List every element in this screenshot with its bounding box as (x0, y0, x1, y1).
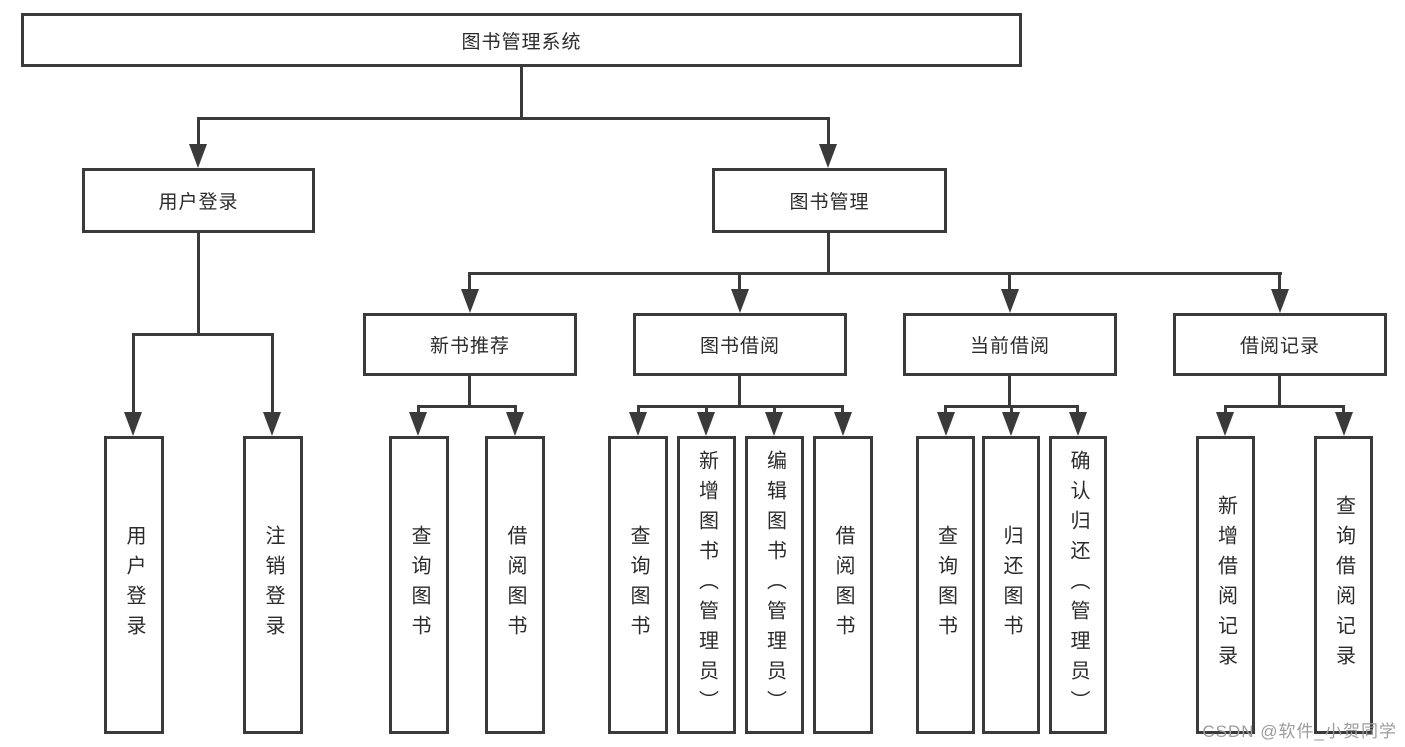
leaf-query-books-current: 查询图书 (916, 436, 975, 734)
leaf-label: 查询借阅记录 (1332, 495, 1355, 675)
connector-user-login-rail (132, 333, 274, 336)
leaf-query-borrow-record: 查询借阅记录 (1314, 436, 1373, 734)
arrowhead-book-borrow (731, 289, 749, 313)
node-new-book-recommendation: 新书推荐 (363, 313, 577, 376)
node-label: 图书借阅 (699, 336, 780, 357)
leaf-label: 归还图书 (1000, 525, 1022, 645)
connector-drop-cb-query (944, 405, 947, 417)
leaf-query-books-rec: 查询图书 (389, 436, 449, 734)
leaf-label: 查询图书 (408, 525, 430, 645)
connector-drop-br-query (1342, 405, 1345, 417)
leaf-borrow-books-rec: 借阅图书 (485, 436, 545, 734)
leaf-label: 查询图书 (934, 525, 957, 645)
arrowhead-user-login-leaf (124, 412, 142, 436)
connector-drop-book-mgmt (827, 117, 830, 146)
node-label: 用户登录 (158, 192, 239, 213)
arrowhead-bb-borrow (834, 412, 852, 436)
connector-drop-user-login (197, 117, 200, 146)
node-label: 图书管理系统 (461, 31, 582, 53)
leaf-add-borrow-record: 新增借阅记录 (1196, 436, 1255, 734)
leaf-edit-book-admin: 编辑图书（管理员） (745, 436, 804, 734)
connector-drop-bb-query (637, 405, 640, 417)
connector-drop-rec-borrow (514, 405, 517, 417)
leaf-label: 新增图书（管理员） (695, 450, 718, 720)
node-library-management-system: 图书管理系统 (21, 13, 1022, 67)
arrowhead-user-login (189, 144, 207, 168)
connector-drop-book-borrow (738, 272, 741, 292)
connector-drop-current-borrow (1008, 272, 1011, 292)
arrowhead-br-query (1335, 412, 1353, 436)
connector-current-borrow-stem (1008, 376, 1011, 407)
arrowhead-bb-query (629, 412, 647, 436)
leaf-return-book: 归还图书 (982, 436, 1040, 734)
leaf-label: 借阅图书 (504, 525, 526, 645)
arrowhead-book-mgmt (819, 144, 837, 168)
connector-drop-logout-leaf (271, 333, 274, 414)
connector-root-stem (520, 67, 523, 119)
node-current-borrowing: 当前借阅 (903, 313, 1117, 376)
connector-book-mgmt-stem (827, 233, 830, 274)
leaf-logout: 注销登录 (243, 436, 303, 734)
connector-book-borrow-stem (738, 376, 741, 407)
connector-borrow-record-rail (1224, 405, 1345, 408)
arrowhead-borrow-record (1271, 289, 1289, 313)
arrowhead-cb-confirm (1069, 412, 1087, 436)
leaf-label: 编辑图书（管理员） (763, 450, 786, 720)
connector-drop-rec-query (417, 405, 420, 417)
connector-drop-borrow-record (1278, 272, 1281, 292)
leaf-label: 确认归还（管理员） (1067, 450, 1089, 720)
connector-drop-cb-return (1010, 405, 1013, 417)
connector-drop-bb-add (705, 405, 708, 417)
connector-new-book-rec-stem (468, 376, 471, 407)
connector-drop-br-add (1224, 405, 1227, 417)
leaf-borrow-books: 借阅图书 (813, 436, 873, 734)
arrowhead-cb-query (937, 412, 955, 436)
arrowhead-bb-add (697, 412, 715, 436)
node-book-borrowing: 图书借阅 (633, 313, 847, 376)
node-label: 当前借阅 (969, 336, 1050, 357)
node-label: 新书推荐 (429, 336, 510, 357)
node-label: 图书管理 (789, 192, 870, 213)
leaf-label: 新增借阅记录 (1214, 495, 1237, 675)
connector-user-login-stem (197, 233, 200, 335)
leaf-confirm-return-admin: 确认归还（管理员） (1049, 436, 1107, 734)
arrowhead-cb-return (1002, 412, 1020, 436)
node-book-management: 图书管理 (712, 168, 947, 233)
arrowhead-rec-borrow (506, 412, 524, 436)
connector-level3-rail (468, 272, 1282, 275)
leaf-label: 注销登录 (262, 525, 284, 645)
connector-drop-new-book-rec (468, 272, 471, 292)
node-label: 借阅记录 (1239, 336, 1320, 357)
connector-book-borrow-rail (637, 405, 844, 408)
arrowhead-logout-leaf (263, 412, 281, 436)
leaf-label: 借阅图书 (832, 525, 854, 645)
leaf-query-books-borrow: 查询图书 (608, 436, 668, 734)
leaf-label: 用户登录 (123, 525, 145, 645)
arrowhead-br-add (1216, 412, 1234, 436)
node-borrowing-records: 借阅记录 (1173, 313, 1387, 376)
connector-drop-bb-borrow (841, 405, 844, 417)
connector-drop-user-login-leaf (132, 333, 135, 414)
connector-new-book-rec-rail (417, 405, 516, 408)
connector-drop-bb-edit (773, 405, 776, 417)
connector-level2-rail (197, 117, 830, 120)
connector-drop-cb-confirm (1076, 405, 1079, 417)
arrowhead-bb-edit (765, 412, 783, 436)
leaf-user-login: 用户登录 (104, 436, 164, 734)
leaf-add-book-admin: 新增图书（管理员） (677, 436, 736, 734)
node-user-login: 用户登录 (82, 168, 315, 233)
connector-borrow-record-stem (1278, 376, 1281, 407)
leaf-label: 查询图书 (627, 525, 649, 645)
arrowhead-current-borrow (1001, 289, 1019, 313)
arrowhead-new-book-rec (461, 289, 479, 313)
watermark: CSDN @软件_小贺同学 (1202, 722, 1397, 741)
arrowhead-rec-query (409, 412, 427, 436)
